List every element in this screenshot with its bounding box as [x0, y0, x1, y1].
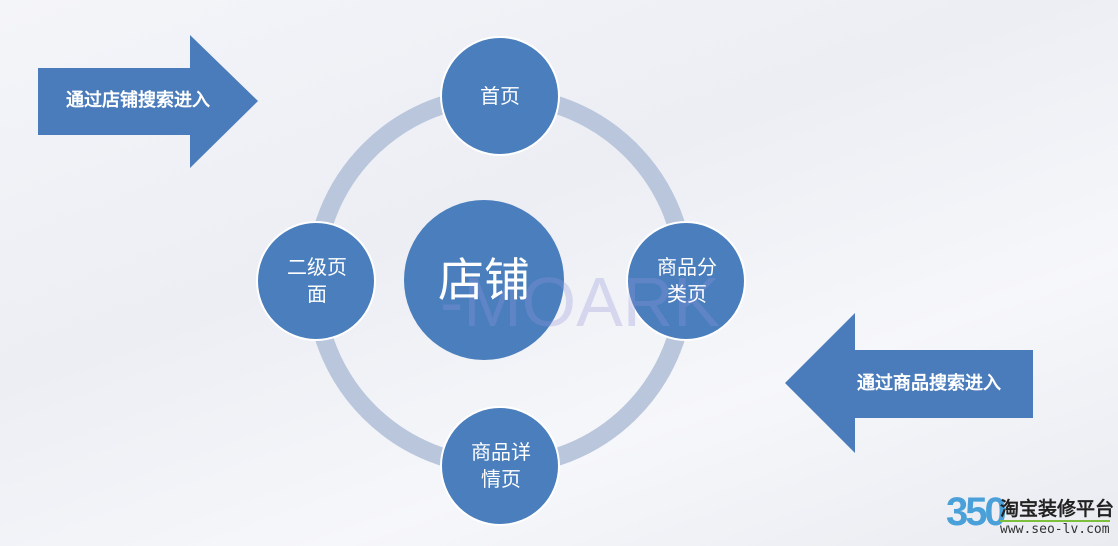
- top-node-circle: [440, 36, 560, 156]
- center-node-circle: [404, 200, 564, 360]
- right-arrow: [785, 313, 1033, 453]
- right-arrow-label: 通过商品搜索进入: [857, 372, 1001, 394]
- left-node-circle: [256, 221, 376, 341]
- bottom-node-label: 商品详情页: [471, 440, 531, 491]
- right-node-label: 商品分类页: [657, 255, 717, 306]
- bottom-node-circle: [440, 406, 560, 526]
- logo-number: 350: [946, 490, 1007, 534]
- top-node-label: 首页: [480, 83, 520, 108]
- left-node-label: 二级页面: [287, 255, 347, 306]
- watermark-text: -MOARK: [440, 262, 720, 341]
- left-arrow-label: 通过店铺搜索进入: [66, 90, 210, 112]
- right-node-circle: [626, 221, 746, 341]
- left-arrow: [38, 35, 258, 168]
- logo-name: 淘宝装修平台: [1000, 498, 1115, 520]
- site-logo: 350 淘宝装修平台 www.seo-lv.com: [946, 490, 1116, 542]
- logo-url: www.seo-lv.com: [1000, 520, 1110, 537]
- center-node-label: 店铺: [438, 252, 530, 307]
